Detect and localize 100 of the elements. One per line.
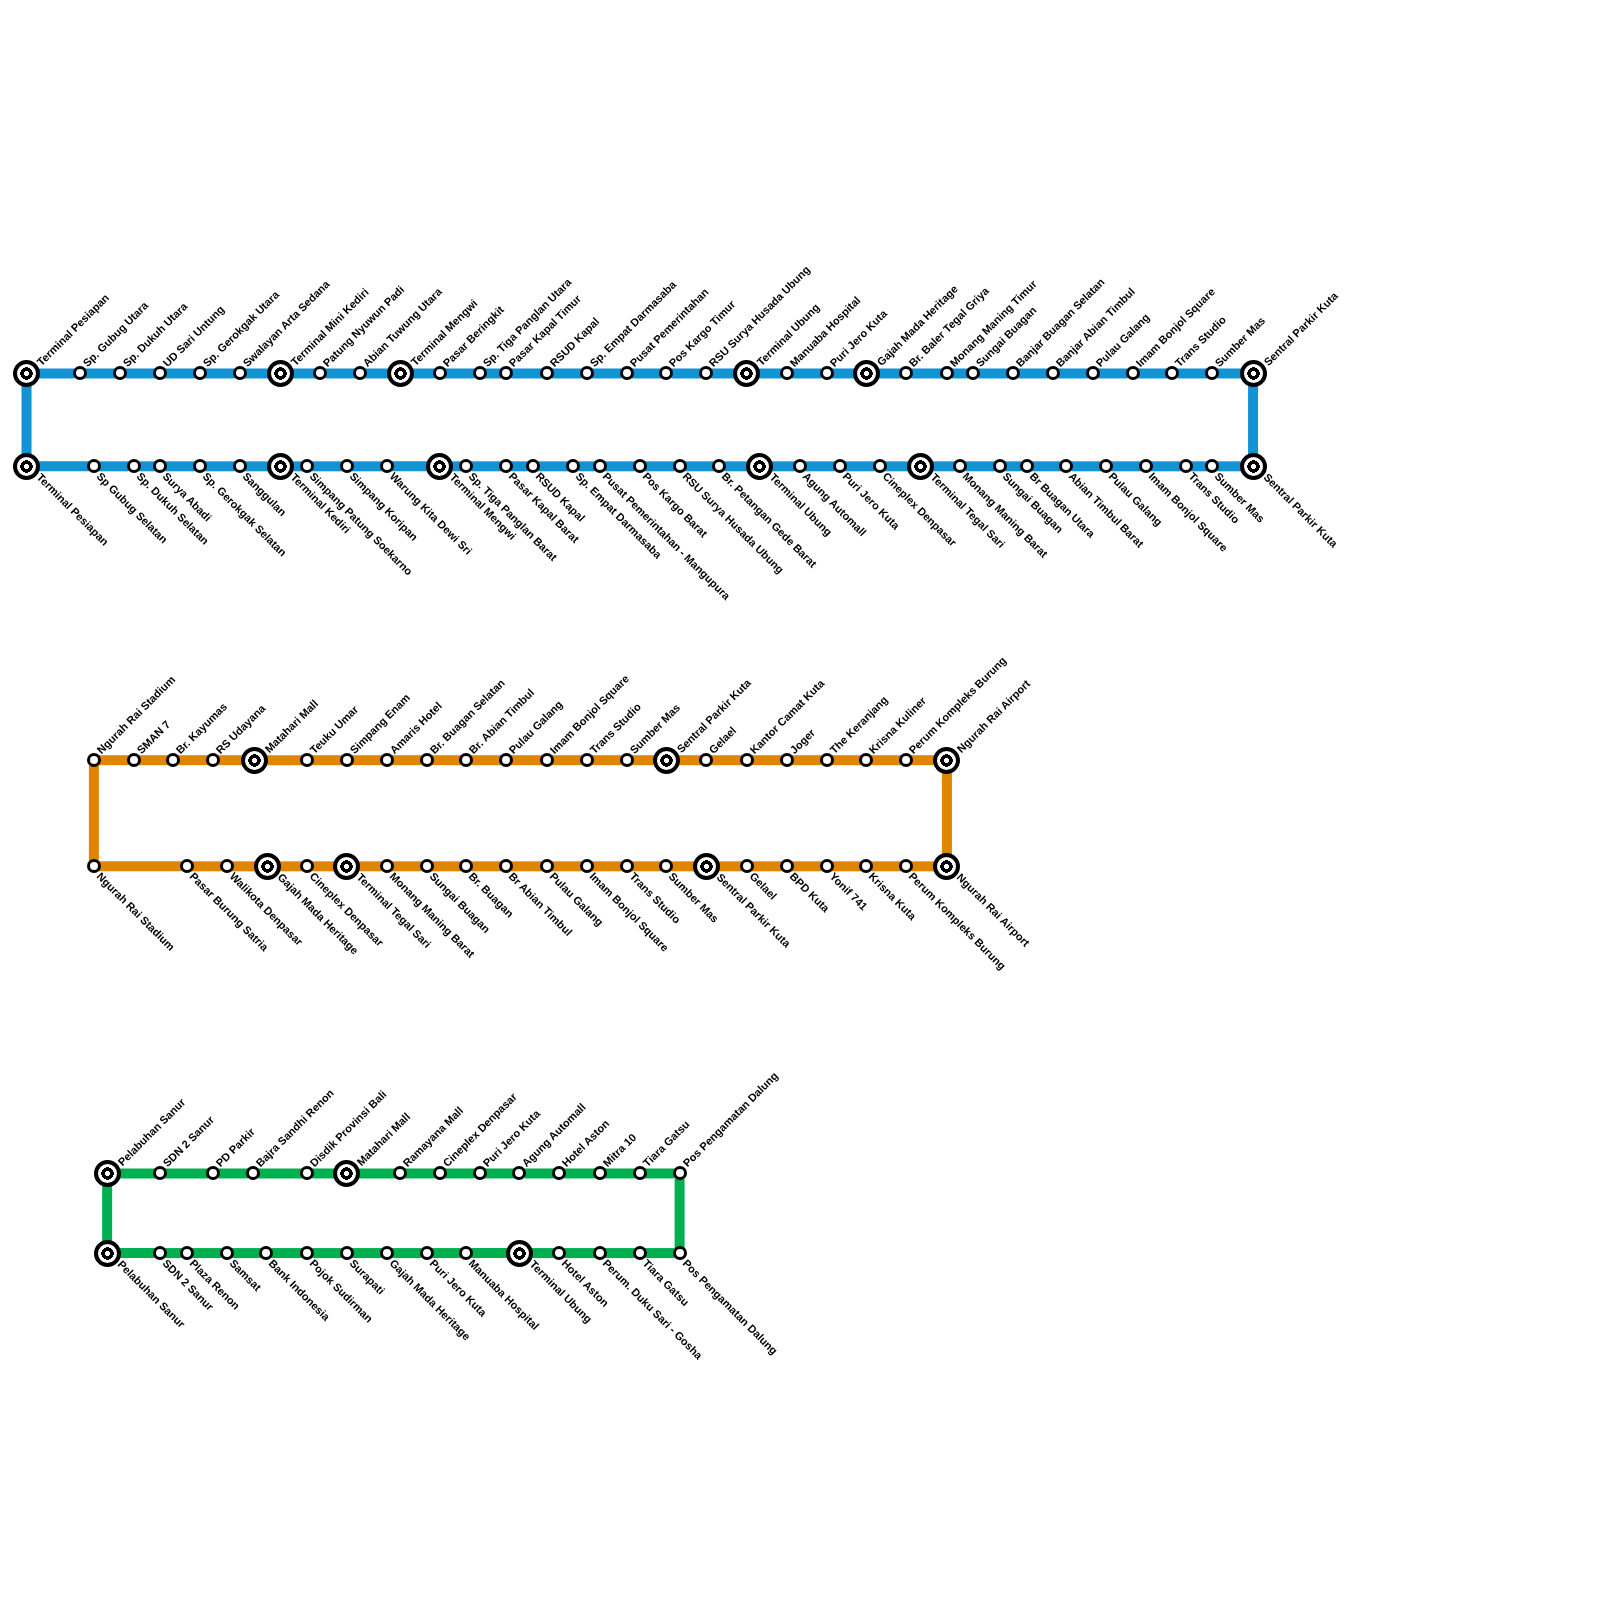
route-line	[1097, 368, 1128, 379]
route-line	[1248, 384, 1259, 455]
route-line	[931, 461, 956, 472]
route-line	[871, 861, 902, 872]
route-line	[471, 861, 502, 872]
route-line	[231, 1248, 262, 1259]
route-line	[118, 1168, 156, 1179]
route-line	[1018, 368, 1049, 379]
route-line	[877, 368, 902, 379]
route-line	[391, 861, 422, 872]
route-line	[431, 1248, 462, 1259]
route-line	[631, 368, 662, 379]
route-line	[530, 1248, 555, 1259]
route-line	[98, 755, 129, 766]
route-line	[791, 861, 822, 872]
route-line	[138, 755, 169, 766]
route-line	[644, 1248, 675, 1259]
route-line	[941, 771, 952, 855]
route-line	[711, 368, 736, 379]
route-line	[1177, 368, 1208, 379]
route-line	[605, 1248, 635, 1259]
route-line	[292, 368, 316, 379]
route-line	[537, 461, 569, 472]
route-line	[84, 368, 116, 379]
route-line	[711, 755, 742, 766]
route-line	[605, 461, 635, 472]
route-line	[591, 861, 622, 872]
route-line	[844, 461, 875, 472]
route-line	[911, 755, 936, 766]
route-line	[671, 368, 702, 379]
route-line	[631, 861, 662, 872]
route-line	[677, 755, 702, 766]
route-line	[871, 755, 902, 766]
route-line	[191, 1248, 222, 1259]
route-line	[1137, 368, 1168, 379]
route-line	[444, 1168, 475, 1179]
route-line	[564, 1248, 595, 1259]
route-line	[312, 1168, 336, 1179]
route-line	[471, 461, 502, 472]
route-line	[244, 368, 270, 379]
route-line	[405, 1168, 435, 1179]
route-line	[511, 861, 542, 872]
route-line	[1217, 368, 1242, 379]
route-line	[244, 461, 270, 472]
route-line	[312, 755, 342, 766]
route-line	[165, 1168, 209, 1179]
route-line	[351, 755, 382, 766]
route-line	[1111, 461, 1141, 472]
route-line	[831, 755, 862, 766]
route-line	[165, 368, 195, 379]
route-line	[1058, 368, 1088, 379]
route-line	[805, 461, 835, 472]
route-line	[791, 368, 822, 379]
route-line	[605, 1168, 635, 1179]
route-line	[38, 461, 89, 472]
route-line	[391, 755, 422, 766]
route-line	[965, 461, 995, 472]
route-line	[591, 368, 622, 379]
route-line	[524, 1168, 555, 1179]
route-line	[978, 368, 1009, 379]
route-line	[358, 1168, 395, 1179]
route-line	[511, 368, 542, 379]
route-line	[751, 861, 782, 872]
route-line	[911, 861, 936, 872]
route-line	[511, 755, 542, 766]
route-line	[551, 861, 582, 872]
route-line	[312, 461, 342, 472]
route-line	[758, 368, 782, 379]
route-line	[831, 861, 862, 872]
route-line	[644, 461, 675, 472]
route-line	[218, 755, 243, 766]
route-line	[98, 861, 182, 872]
route-line	[1217, 461, 1242, 472]
route-line	[125, 368, 156, 379]
route-line	[717, 861, 742, 872]
route-line	[218, 1168, 249, 1179]
route-line	[165, 461, 195, 472]
route-line	[178, 755, 209, 766]
route-line	[265, 755, 303, 766]
route-line	[564, 1168, 595, 1179]
route-line	[770, 461, 795, 472]
route-line	[21, 384, 32, 455]
route-line	[205, 461, 235, 472]
route-line	[1150, 461, 1181, 472]
route-line	[391, 1248, 422, 1259]
route-line	[1071, 461, 1102, 472]
route-line	[1031, 461, 1062, 472]
route-line	[325, 368, 356, 379]
route-line	[791, 755, 822, 766]
route-line	[411, 368, 435, 379]
route-line	[831, 368, 855, 379]
route-line	[551, 368, 582, 379]
route-line	[351, 461, 382, 472]
route-line	[312, 1248, 342, 1259]
route-line	[351, 1248, 382, 1259]
route-line	[591, 755, 622, 766]
route-line	[365, 368, 389, 379]
route-line	[38, 368, 75, 379]
route-line	[358, 861, 382, 872]
route-line	[631, 755, 655, 766]
